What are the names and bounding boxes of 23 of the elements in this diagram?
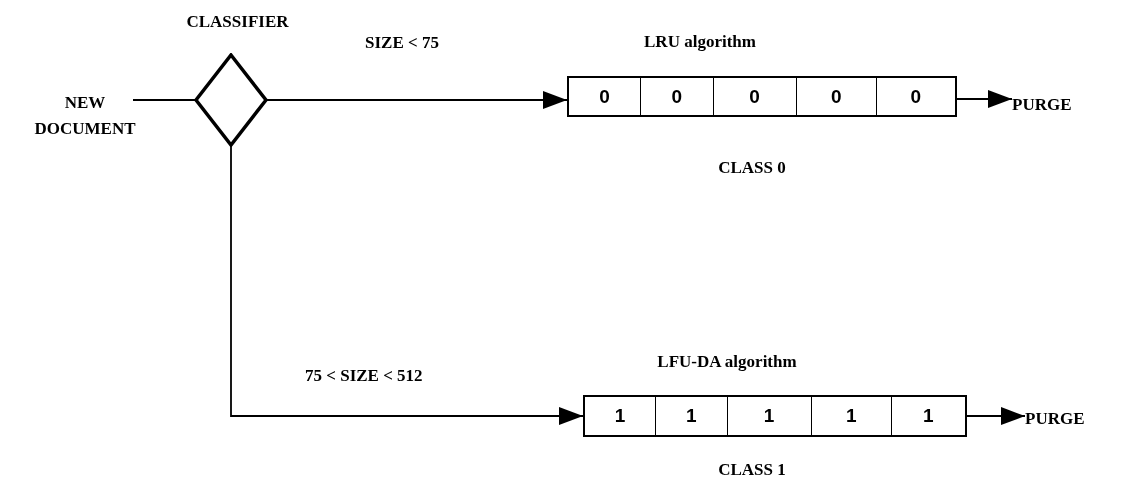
classifier-label: CLASSIFIER [185, 12, 290, 32]
queue-title: LFU-DA algorithm [656, 352, 798, 372]
queue-slot: 0 [569, 78, 642, 115]
connector-line [132, 99, 197, 101]
queue-slot: 1 [585, 397, 657, 435]
arrow [956, 90, 1013, 108]
queue-slot: 0 [641, 78, 714, 115]
class-label: CLASS 1 [717, 460, 787, 480]
terminal-label: PURGE [1012, 92, 1107, 116]
queue-slot: 1 [811, 397, 892, 435]
queue-slot: 0 [713, 78, 797, 115]
queue-slot: 1 [891, 397, 965, 435]
terminal-label: PURGE [1025, 406, 1125, 430]
queue-slot: 1 [656, 397, 728, 435]
arrow [966, 407, 1026, 425]
queue-title: LRU algorithm [643, 32, 757, 52]
queue-slot: 0 [876, 78, 955, 115]
terminal-label: NEW DOCUMENT [30, 90, 140, 142]
class-label: CLASS 0 [717, 158, 787, 178]
arrow [230, 144, 584, 425]
queue-slot: 0 [796, 78, 877, 115]
queue-slot: 1 [727, 397, 812, 435]
arrow [265, 91, 568, 109]
